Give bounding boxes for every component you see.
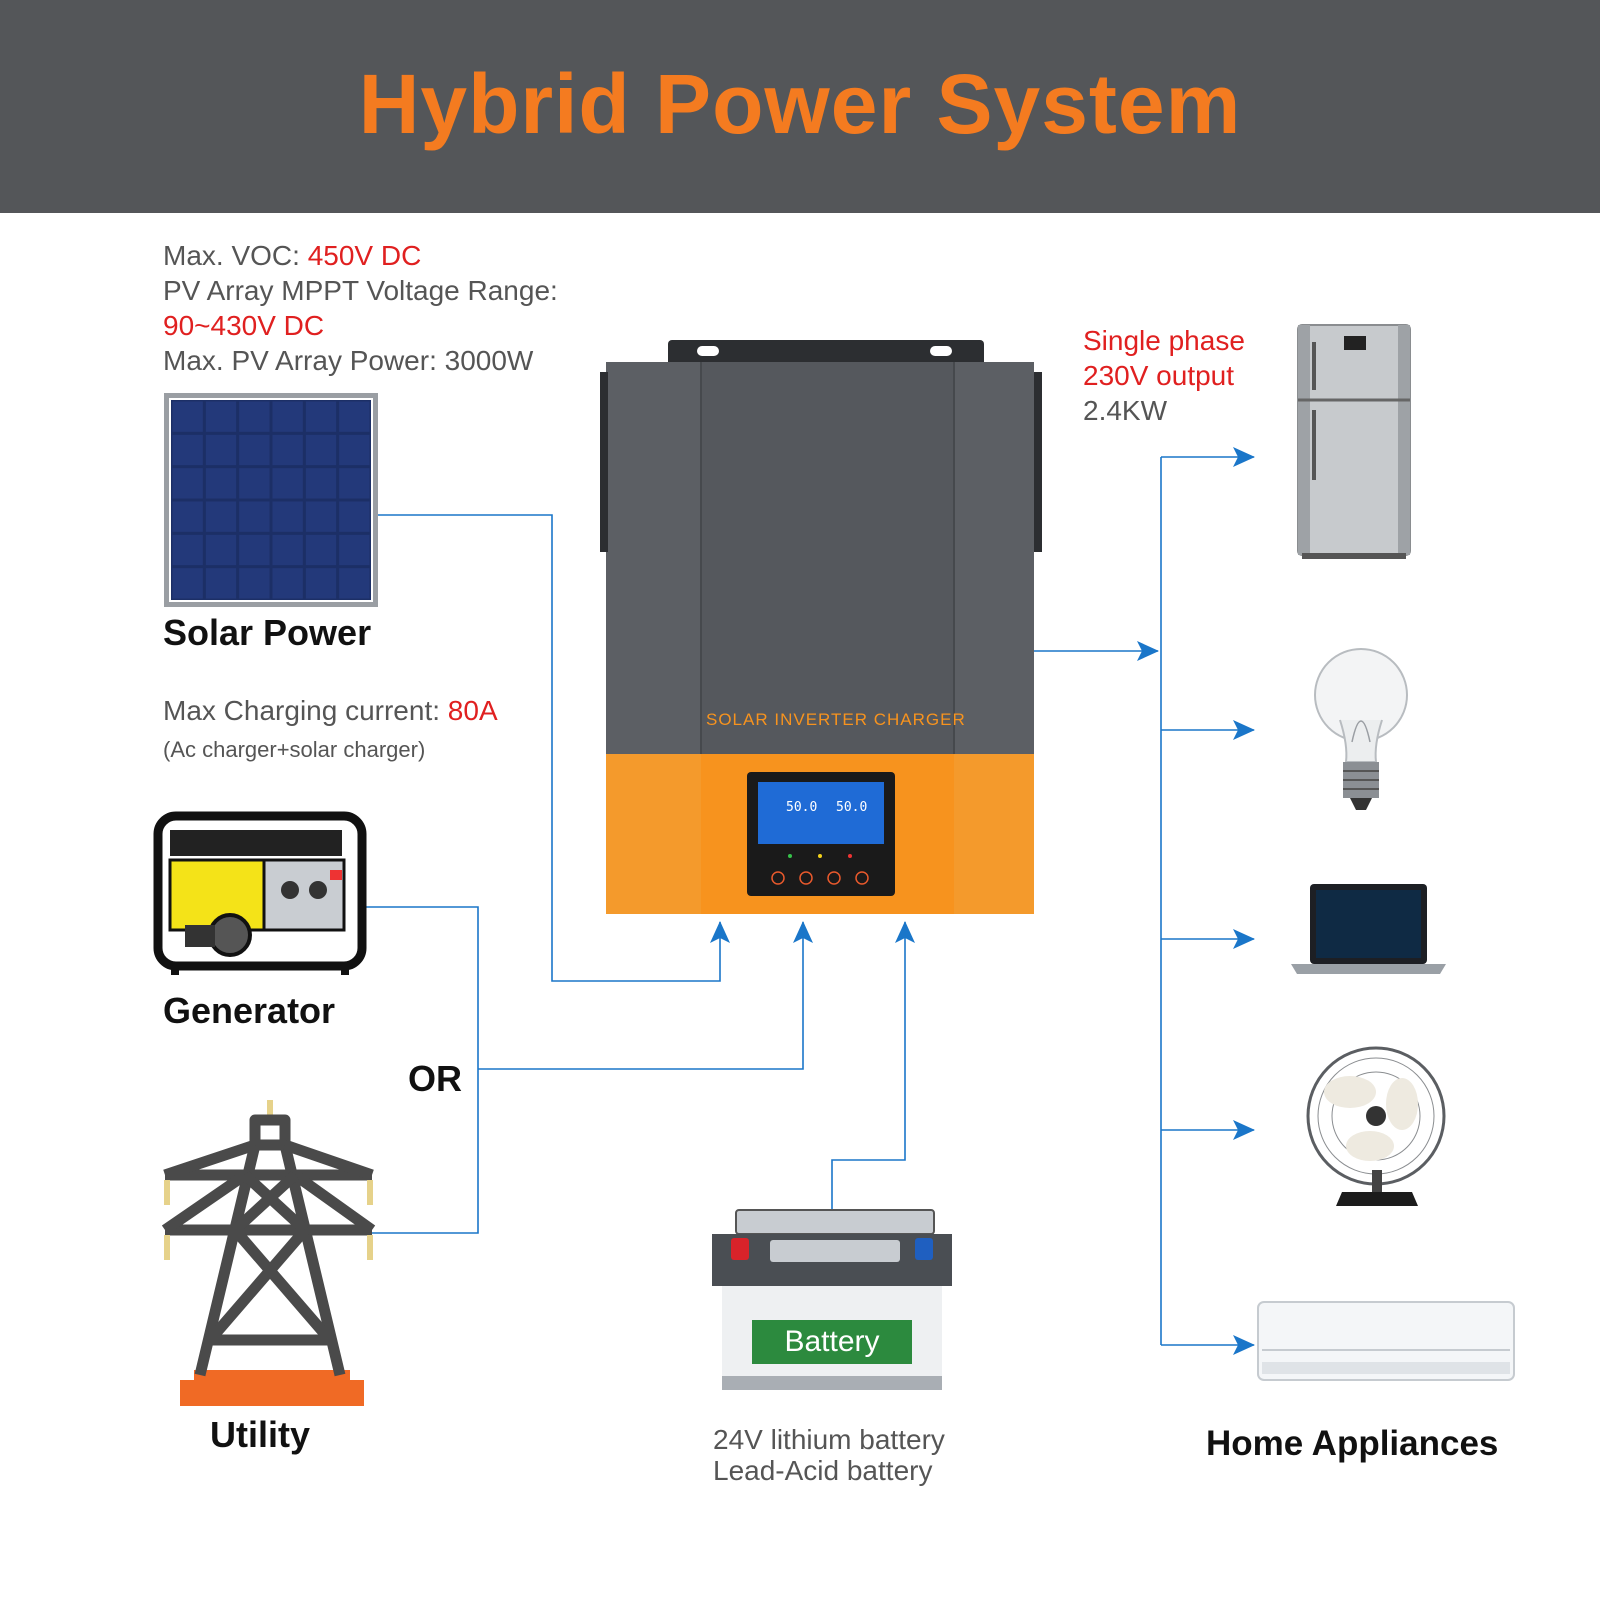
home-appliances-label: Home Appliances [1206, 1424, 1499, 1463]
solar-power-label: Solar Power [163, 612, 372, 653]
lcd-output-readout: 50.0 [836, 800, 868, 815]
battery-wire [831, 921, 915, 1240]
battery-types: 24V lithium battery Lead-Acid battery [713, 1424, 945, 1486]
output-spec: Single phase 230V output 2.4KW [1083, 323, 1245, 428]
page-title: Hybrid Power System [358, 57, 1242, 151]
battery-label: Battery [784, 1325, 880, 1358]
output-phase: Single phase [1083, 325, 1245, 356]
output-voltage: 230V output [1083, 360, 1235, 391]
ac-input-wire [478, 921, 813, 1070]
charging-label: Max Charging current: [163, 695, 448, 726]
or-label: OR [408, 1058, 462, 1099]
utility-label: Utility [210, 1414, 311, 1455]
header-bar: Hybrid Power System [0, 0, 1600, 213]
mppt-value: 90~430V DC [163, 310, 325, 341]
charging-spec: Max Charging current: 80A [163, 695, 498, 727]
voc-label: Max. VOC: [163, 240, 308, 271]
max-pv-power: Max. PV Array Power: 3000W [163, 345, 534, 376]
inverter-label: SOLAR INVERTER CHARGER [706, 710, 966, 729]
solar-wire [378, 514, 730, 982]
output-power: 2.4KW [1083, 395, 1168, 426]
charging-value: 80A [447, 695, 498, 726]
lcd-input-readout: 50.0 [786, 800, 818, 815]
battery-type-lead-acid: Lead-Acid battery [713, 1455, 933, 1486]
generator-label: Generator [163, 990, 336, 1031]
generator-wire [365, 906, 479, 1234]
solar-specs: Max. VOC: 450V DC PV Array MPPT Voltage … [163, 238, 558, 378]
mppt-label: PV Array MPPT Voltage Range: [163, 275, 558, 306]
battery-type-lithium: 24V lithium battery [713, 1424, 945, 1455]
voc-value: 450V DC [307, 240, 422, 271]
charging-note: (Ac charger+solar charger) [163, 737, 426, 762]
